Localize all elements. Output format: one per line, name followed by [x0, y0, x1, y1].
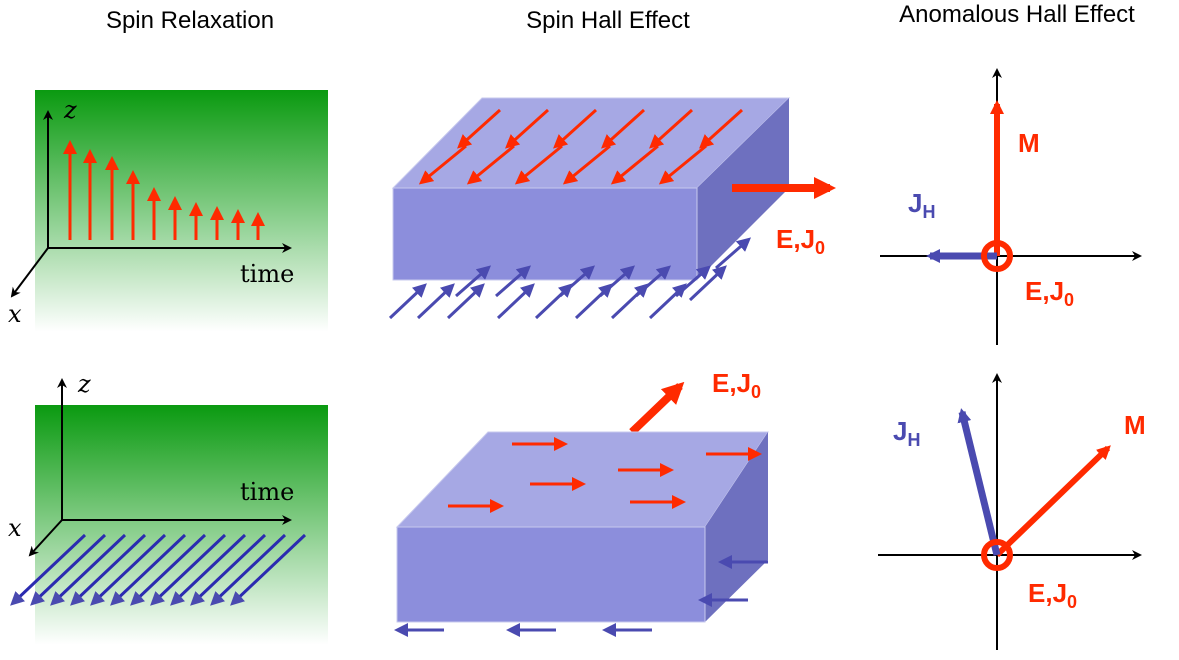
spin-arrow	[715, 237, 752, 270]
spin-arrow	[505, 108, 550, 149]
relaxation-panel-top: z time x	[8, 90, 328, 332]
spin-arrow	[130, 533, 207, 606]
spin-arrow	[675, 265, 712, 298]
header-spin-hall: Spin Hall Effect	[526, 7, 690, 34]
x-axis	[28, 519, 63, 557]
z-axis-label: z	[77, 370, 91, 398]
spin-arrow	[418, 144, 467, 185]
slab-front-face	[396, 526, 706, 623]
field-label: E,J0	[776, 224, 825, 258]
surface-spin-arrows	[418, 108, 744, 185]
anomalous-hall-top: M JH E,J0	[880, 68, 1142, 345]
x-axis	[10, 247, 49, 298]
spin-arrow	[649, 108, 694, 149]
magnetization-label: M	[1018, 128, 1040, 158]
magnetization-arrow	[994, 445, 1111, 558]
spin-arrow	[70, 533, 147, 606]
spin-arrow	[514, 144, 563, 185]
surface-spin-arrows	[448, 437, 762, 513]
field-label: E,J0	[1028, 578, 1077, 612]
spin-arrow	[170, 533, 247, 606]
spin-arrow	[90, 533, 167, 606]
spin-arrow	[110, 533, 187, 606]
in-plane-spin-arrows	[10, 533, 307, 606]
spin-arrow	[658, 144, 707, 185]
spin-arrow	[562, 144, 611, 185]
slab-side-face	[705, 432, 768, 622]
spin-arrow	[559, 265, 596, 298]
hall-current-label: JH	[893, 416, 920, 450]
field-label: E,J0	[712, 368, 761, 402]
hall-current-arrow	[957, 408, 1001, 556]
spin-arrow	[466, 144, 515, 185]
spin-arrow	[699, 108, 744, 149]
spin-arrow	[495, 265, 532, 298]
header-anomalous-hall: Anomalous Hall Effect	[899, 1, 1135, 28]
time-axis-label: time	[240, 260, 294, 288]
spin-arrow	[635, 265, 672, 298]
spin-arrow	[50, 533, 127, 606]
magnetization-label: M	[1124, 410, 1146, 440]
spin-hall-slab-bottom: E,J0	[394, 368, 769, 637]
spin-arrow	[496, 283, 535, 320]
spin-arrow	[648, 283, 687, 320]
spin-arrow	[230, 533, 307, 606]
anomalous-hall-bottom: M JH E,J0	[878, 373, 1146, 650]
time-axis-label: time	[240, 478, 294, 506]
spin-arrow	[688, 265, 727, 302]
spin-arrow	[457, 108, 502, 149]
spin-arrow	[30, 533, 107, 606]
slab-top-face	[395, 431, 769, 528]
relaxation-panel-bottom: z time x	[8, 370, 328, 645]
electric-field-arrow	[629, 381, 685, 435]
z-axis-label: z	[63, 96, 77, 124]
spin-arrow	[455, 265, 492, 298]
spin-arrow	[416, 283, 455, 320]
spin-arrow	[553, 108, 598, 149]
header-spin-relaxation: Spin Relaxation	[106, 7, 274, 34]
spin-arrow	[601, 108, 646, 149]
x-axis-label: x	[8, 514, 22, 542]
spin-arrow	[446, 283, 485, 320]
decaying-spin-arrows	[63, 140, 265, 240]
spin-arrow	[190, 533, 267, 606]
spin-arrow	[10, 533, 87, 606]
field-label: E,J0	[1025, 276, 1074, 310]
hall-current-label: JH	[908, 188, 935, 222]
bottom-spin-arrows	[394, 555, 768, 637]
gradient-background	[35, 90, 328, 332]
spin-arrow	[150, 533, 227, 606]
spin-arrow	[210, 533, 287, 606]
spin-hall-slab-top: E,J0	[388, 97, 836, 320]
current-into-page-icon	[981, 539, 1013, 571]
bottom-spin-arrows	[388, 237, 752, 320]
x-axis-label: x	[8, 300, 22, 328]
spin-arrow	[388, 283, 427, 320]
spin-arrow	[599, 265, 636, 298]
spin-arrow	[610, 144, 659, 185]
gradient-background	[35, 405, 328, 645]
slab-front-face	[392, 187, 698, 281]
current-into-page-icon	[981, 240, 1013, 272]
